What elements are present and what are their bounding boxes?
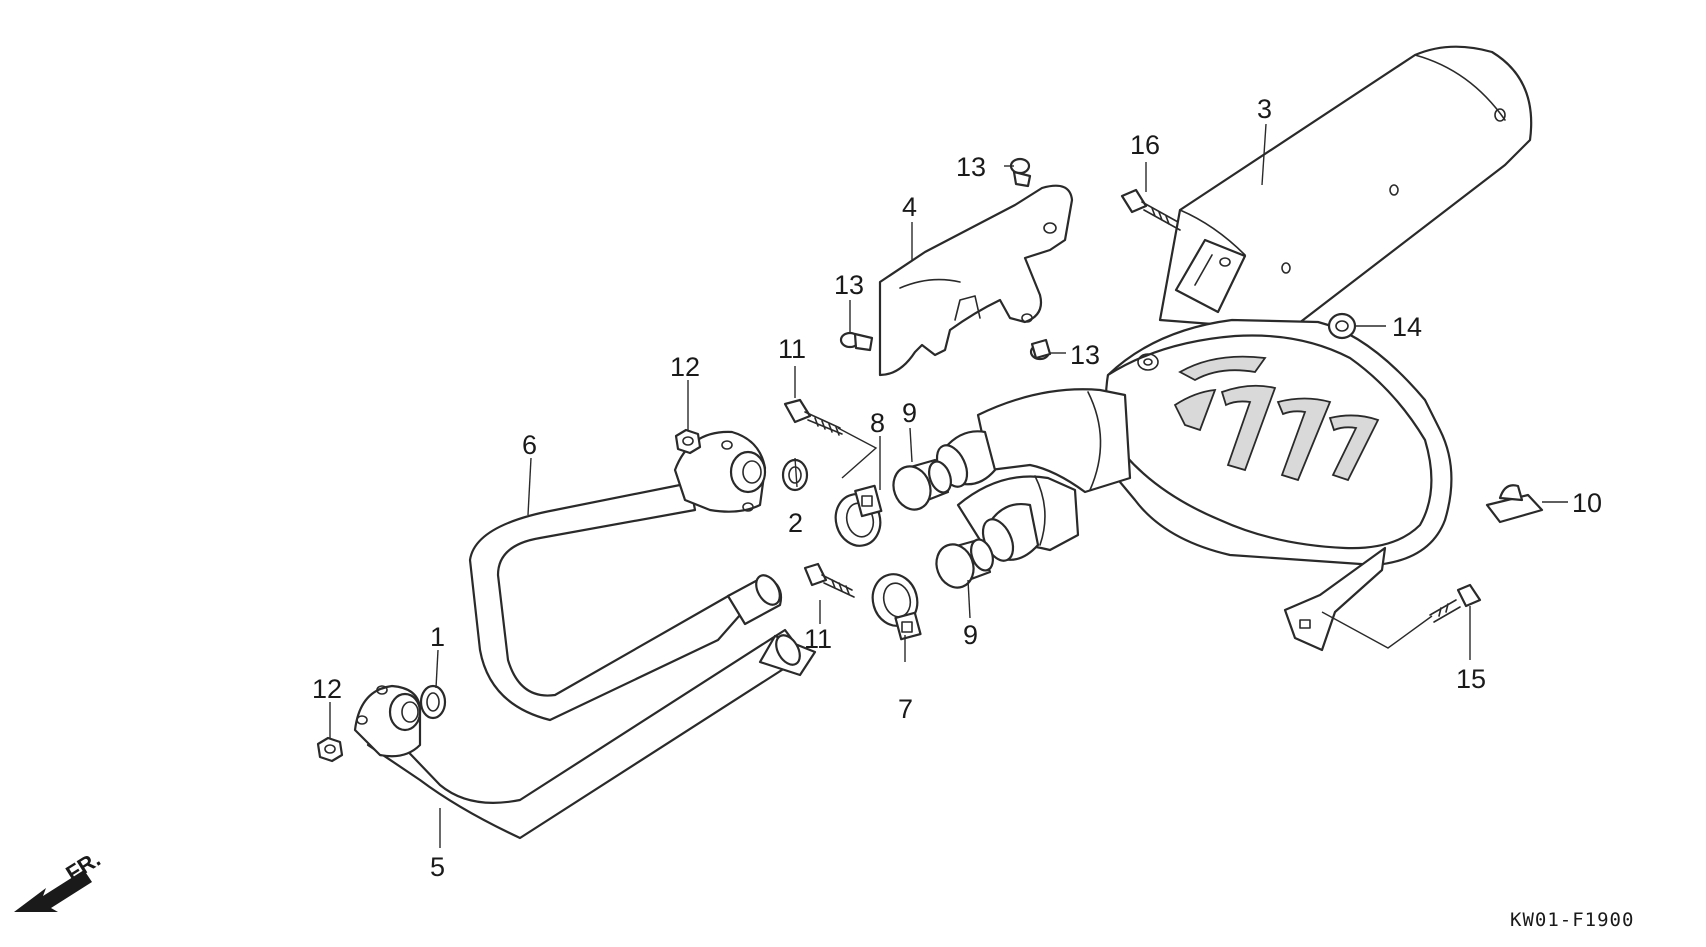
bolt-11-lower bbox=[803, 562, 855, 598]
bolt-15 bbox=[1429, 583, 1482, 623]
callout-16: 16 bbox=[1130, 130, 1160, 160]
callout-12-upper: 12 bbox=[670, 352, 700, 382]
gasket-2 bbox=[781, 458, 809, 492]
bolt-13-top bbox=[1009, 157, 1032, 188]
callout-1: 1 bbox=[430, 622, 445, 652]
bolt-11-upper bbox=[783, 398, 843, 436]
callout-13-top: 13 bbox=[956, 152, 986, 182]
callout-10: 10 bbox=[1572, 488, 1602, 518]
callout-3: 3 bbox=[1257, 94, 1272, 124]
callout-4: 4 bbox=[902, 192, 917, 222]
front-direction-indicator: FR. bbox=[14, 846, 105, 912]
clamp-8 bbox=[834, 484, 883, 547]
gasket-1 bbox=[419, 684, 447, 720]
callout-13-right: 13 bbox=[1070, 340, 1100, 370]
leader-lines bbox=[329, 123, 1568, 848]
exhaust-pipe-6 bbox=[468, 430, 783, 722]
clamp-7 bbox=[871, 573, 922, 641]
callout-11-upper: 11 bbox=[778, 334, 806, 364]
callout-9-lower: 9 bbox=[963, 620, 978, 650]
clip-nut-10 bbox=[1485, 484, 1544, 524]
bolt-16 bbox=[1120, 188, 1181, 231]
callout-2: 2 bbox=[788, 508, 803, 538]
figure-code: KW01-F1900 bbox=[1510, 909, 1634, 931]
callout-8: 8 bbox=[870, 408, 885, 438]
bolt-13-left bbox=[839, 331, 874, 352]
front-arrow-icon bbox=[14, 870, 92, 912]
joint-collar-lower bbox=[935, 538, 994, 589]
nut-14 bbox=[1327, 312, 1357, 340]
callout-7: 7 bbox=[898, 694, 913, 724]
callout-11-lower: 11 bbox=[804, 624, 832, 654]
exhaust-pipe-5 bbox=[353, 628, 817, 840]
callout-13-left: 13 bbox=[834, 270, 864, 300]
joint-collar-upper bbox=[892, 458, 952, 511]
bolt-13-right bbox=[1029, 338, 1052, 361]
callout-9-upper: 9 bbox=[902, 398, 917, 428]
callout-12-lower: 12 bbox=[312, 674, 342, 704]
nut-12-upper bbox=[674, 428, 702, 455]
nut-12-lower bbox=[316, 736, 344, 763]
muffler-assembly bbox=[935, 45, 1533, 652]
callout-15: 15 bbox=[1456, 664, 1486, 694]
heat-shield bbox=[878, 184, 1074, 377]
callout-14: 14 bbox=[1392, 312, 1422, 342]
callout-5: 5 bbox=[430, 852, 445, 882]
callout-labels: 1 2 3 4 5 6 7 8 9 9 10 11 11 12 12 13 13… bbox=[312, 94, 1602, 882]
callout-6: 6 bbox=[522, 430, 537, 460]
